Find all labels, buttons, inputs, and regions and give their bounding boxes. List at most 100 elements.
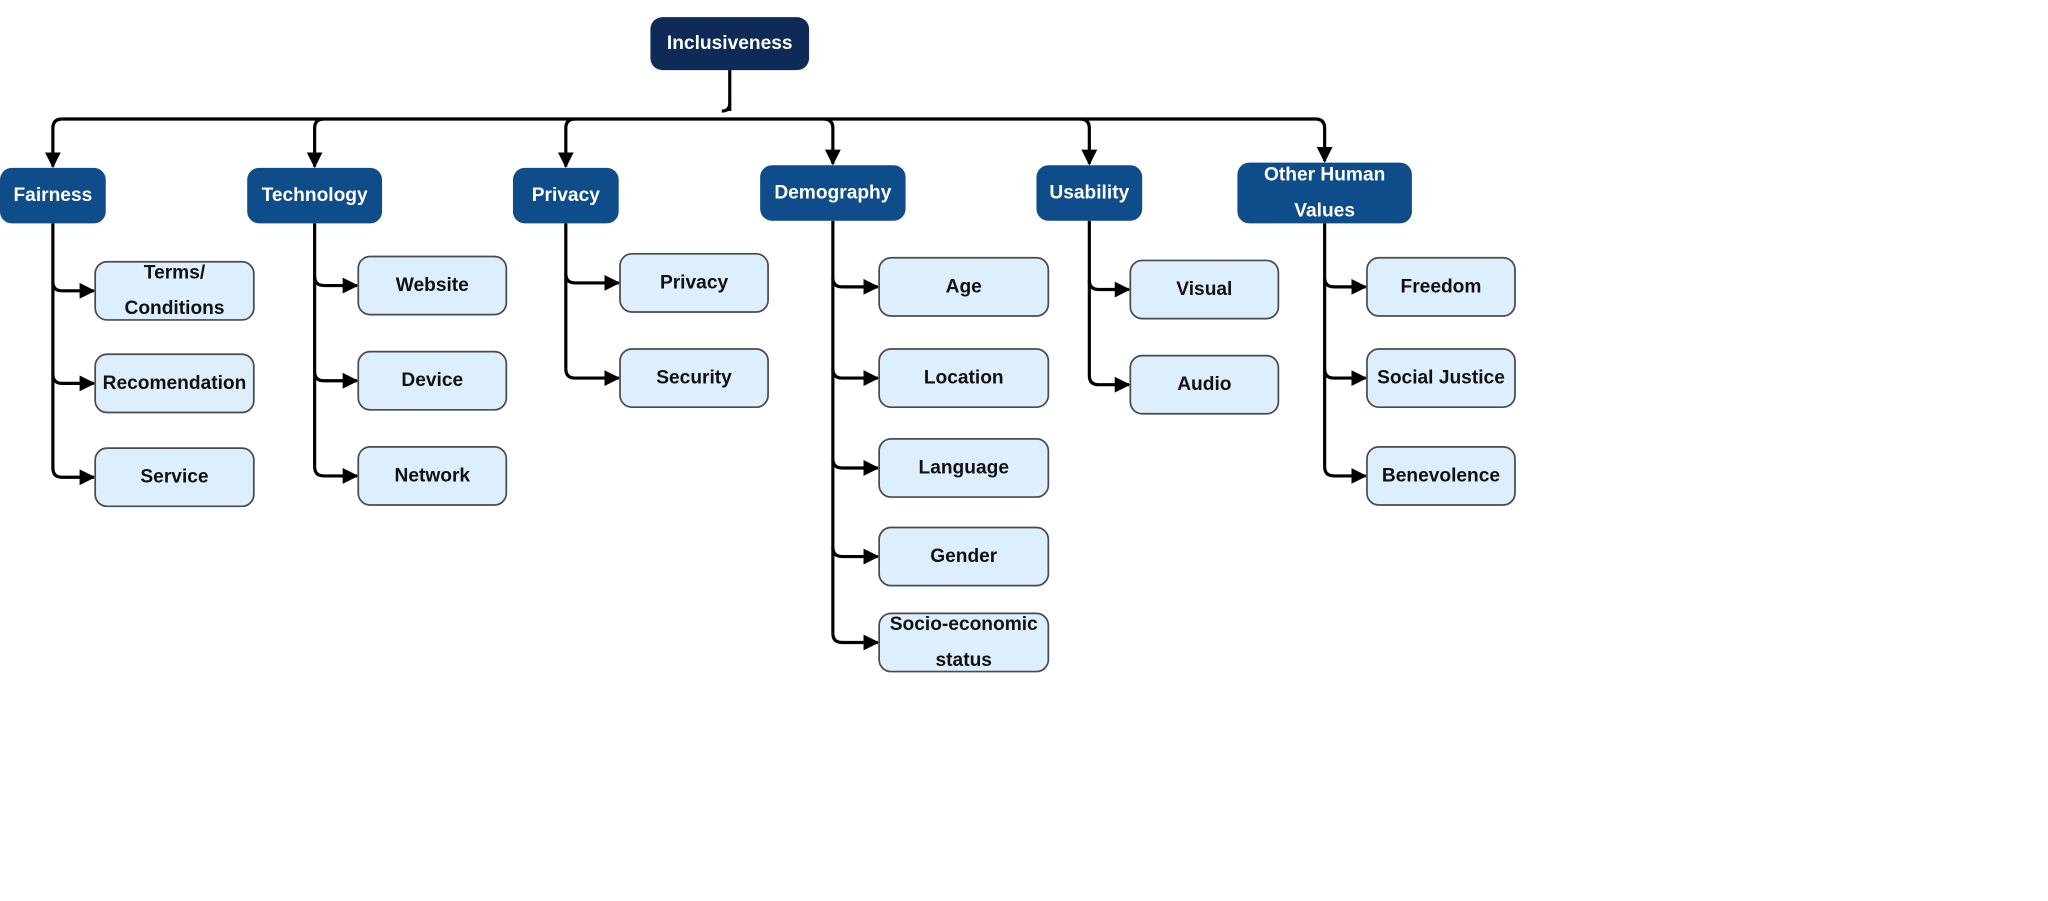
item-socio-economic-status-label: status — [936, 650, 992, 671]
connector-arrow — [831, 633, 880, 651]
category-demography-node: Demography — [760, 165, 906, 221]
item-benevolence-label: Benevolence — [1382, 465, 1500, 486]
connector-arrow — [306, 117, 324, 169]
item-service-label: Service — [140, 467, 208, 488]
item-audio-label: Audio — [1177, 374, 1231, 395]
category-other-human-values-box — [1237, 162, 1412, 224]
category-technology-box — [247, 167, 383, 224]
category-usability-label: Usability — [1049, 183, 1129, 204]
item-socio-economic-status-box — [878, 612, 1050, 673]
item-recomendation-node: Recomendation — [94, 353, 255, 414]
item-terms-conditions-label: Conditions — [124, 298, 224, 319]
diagram-nodes: InclusivenessFairnessTerms/ConditionsRec… — [0, 17, 1516, 673]
item-service-box — [94, 447, 255, 508]
item-security-node: Security — [619, 348, 769, 409]
category-privacy-box — [512, 167, 619, 224]
connector-arrow — [51, 281, 96, 299]
item-network-label: Network — [395, 465, 471, 486]
item-gender-box — [878, 526, 1050, 587]
item-recomendation-label: Recomendation — [103, 373, 247, 394]
connector-line — [721, 103, 732, 113]
connector-arrow — [564, 273, 621, 291]
connector-arrow — [831, 458, 880, 476]
category-technology-label: Technology — [262, 185, 368, 206]
item-device-box — [357, 350, 508, 411]
item-age-node: Age — [878, 256, 1050, 317]
category-fairness-box — [0, 167, 106, 224]
item-audio-box — [1129, 354, 1280, 415]
item-language-box — [878, 438, 1050, 498]
connector-arrow — [1087, 280, 1131, 298]
category-demography-box — [760, 165, 906, 221]
item-security-label: Security — [656, 368, 732, 389]
connector-arrow — [1079, 117, 1098, 166]
category-fairness-node: Fairness — [0, 167, 106, 224]
item-benevolence-node: Benevolence — [1366, 445, 1516, 506]
item-audio-node: Audio — [1129, 354, 1280, 415]
root-label: Inclusiveness — [667, 33, 793, 54]
item-privacy-box — [619, 252, 769, 313]
item-device-label: Device — [401, 370, 463, 391]
connector-arrow — [823, 117, 841, 166]
item-visual-label: Visual — [1176, 279, 1232, 300]
item-social-justice-box — [1366, 348, 1516, 409]
connector-arrow — [44, 117, 63, 169]
item-recomendation-box — [94, 353, 255, 414]
item-language-node: Language — [878, 438, 1050, 498]
connector-arrow — [831, 368, 880, 387]
item-benevolence-box — [1366, 445, 1516, 506]
item-language-label: Language — [919, 457, 1009, 478]
connector-arrow — [51, 467, 96, 486]
item-terms-conditions-label: Terms/ — [144, 262, 206, 283]
connector-arrow — [831, 277, 880, 295]
connector-arrow — [1323, 466, 1368, 484]
connector-arrow — [1323, 368, 1368, 387]
item-socio-economic-status-node: Socio-economic status — [878, 612, 1050, 673]
item-age-box — [878, 256, 1050, 317]
connector-arrow — [313, 371, 359, 389]
item-website-node: Website — [357, 255, 508, 316]
item-age-label: Age — [946, 276, 982, 297]
category-usability-box — [1036, 165, 1143, 221]
item-gender-node: Gender — [878, 526, 1050, 587]
item-visual-box — [1129, 259, 1280, 320]
connector-arrow — [1323, 277, 1368, 295]
item-freedom-node: Freedom — [1366, 256, 1516, 317]
item-terms-conditions-node: Terms/Conditions — [94, 260, 255, 321]
connector-lines — [44, 70, 1368, 651]
item-socio-economic-status-label: Socio-economic — [890, 614, 1038, 635]
category-privacy-node: Privacy — [512, 167, 619, 224]
item-website-box — [357, 255, 508, 316]
item-location-box — [878, 348, 1050, 409]
item-terms-conditions-box — [94, 260, 255, 321]
connector-arrow — [51, 374, 96, 392]
root-node: Inclusiveness — [650, 17, 810, 71]
connector-arrow — [564, 368, 621, 387]
category-demography-label: Demography — [774, 183, 891, 204]
item-freedom-label: Freedom — [1401, 276, 1482, 297]
connector-arrow — [831, 547, 880, 565]
item-location-node: Location — [878, 348, 1050, 409]
connector-arrow — [1087, 375, 1131, 393]
category-privacy-label: Privacy — [532, 185, 601, 206]
category-usability-node: Usability — [1036, 165, 1143, 221]
item-social-justice-node: Social Justice — [1366, 348, 1516, 409]
connector-arrow — [313, 466, 359, 484]
category-technology-node: Technology — [247, 167, 383, 224]
item-service-node: Service — [94, 447, 255, 508]
connector-arrow — [557, 117, 576, 169]
item-gender-label: Gender — [930, 546, 998, 567]
item-website-label: Website — [396, 275, 469, 296]
item-privacy-label: Privacy — [660, 272, 729, 293]
item-security-box — [619, 348, 769, 409]
connector-arrow — [313, 276, 359, 294]
category-other-human-values-label: Other Human — [1264, 165, 1385, 186]
category-other-human-values-label: Values — [1294, 200, 1355, 221]
item-network-node: Network — [357, 445, 508, 506]
connector-arrow — [1315, 117, 1333, 163]
item-location-label: Location — [924, 368, 1004, 389]
item-freedom-box — [1366, 256, 1516, 317]
item-device-node: Device — [357, 350, 508, 411]
